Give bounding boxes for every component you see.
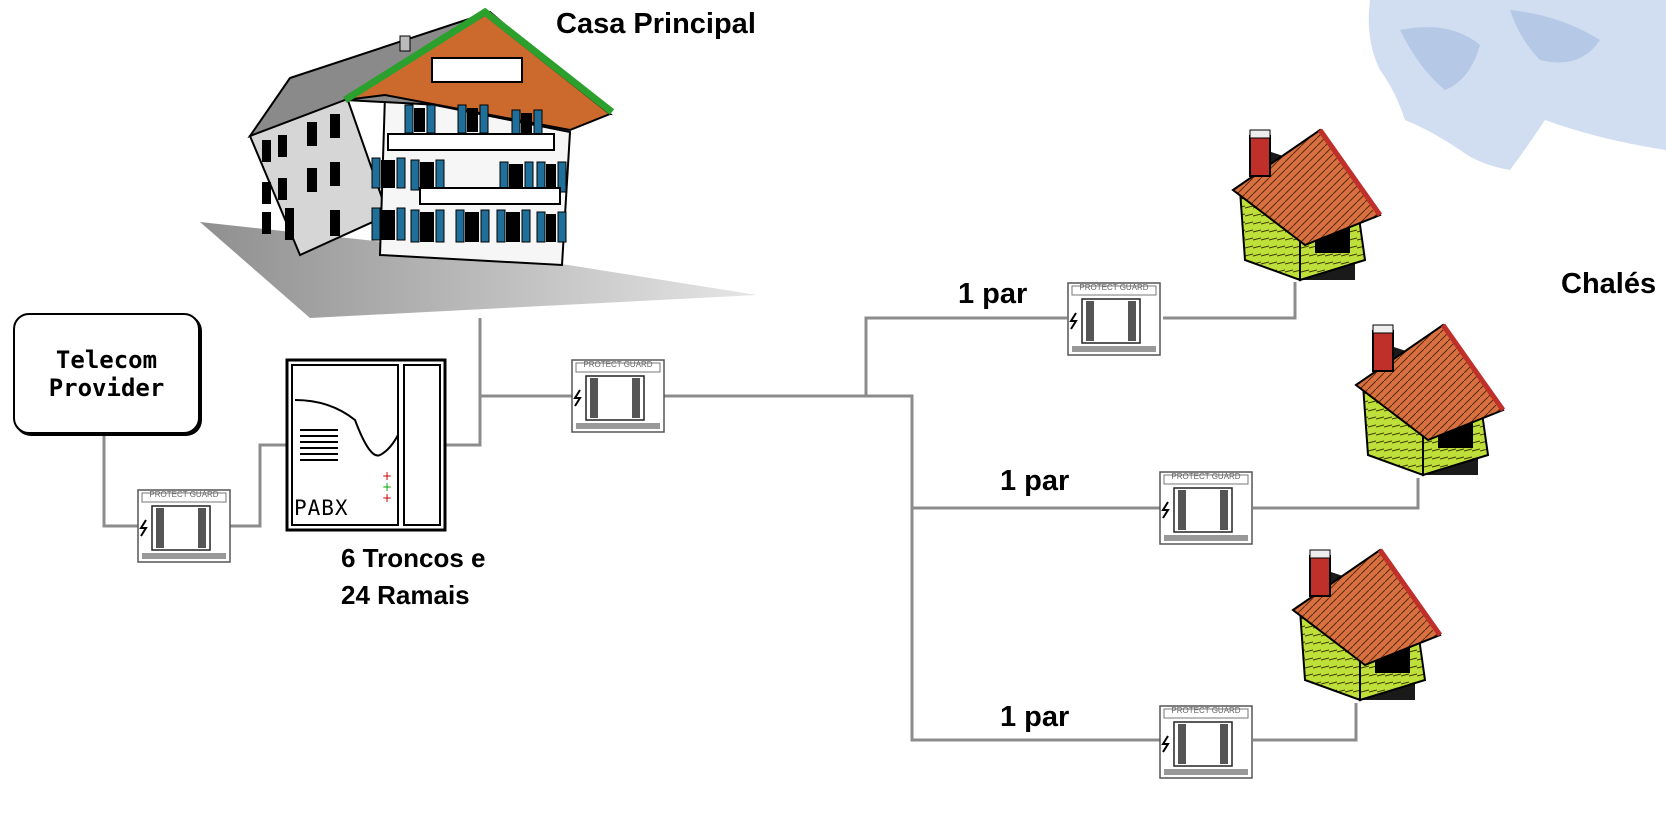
protect-guard-icon	[571, 359, 665, 433]
chalet-illustration-3	[1291, 548, 1443, 702]
protector-label: PROTECT GUARD	[1171, 706, 1241, 715]
protector-label: PROTECT GUARD	[149, 490, 219, 499]
main-house-label: Casa Principal	[556, 8, 756, 40]
pair-label-3: 1 par	[1000, 701, 1070, 733]
pair-label-1: 1 par	[958, 278, 1028, 310]
protect-guard-icon	[1067, 282, 1161, 356]
pabx-unit-icon: + + +	[285, 358, 447, 532]
chalets-label: Chalés	[1561, 268, 1657, 300]
protect-guard-icon	[1159, 471, 1253, 545]
pabx-spec-line-1: 6 Troncos e	[341, 543, 486, 573]
protector-label: PROTECT GUARD	[1171, 472, 1241, 481]
wiring	[102, 282, 1420, 742]
protector-label: PROTECT GUARD	[583, 360, 653, 369]
globe-watermark-icon	[1368, 0, 1666, 170]
svg-text:+: +	[382, 491, 392, 505]
protect-guard-icon	[137, 489, 231, 563]
provider-label-line-2: Provider	[48, 373, 165, 402]
chalet-illustration-1	[1231, 128, 1383, 282]
telecom-provider-box: Telecom Provider	[13, 313, 200, 434]
pabx-label: PABX	[294, 496, 349, 520]
pabx-spec-line-2: 24 Ramais	[341, 580, 470, 610]
main-house-illustration	[200, 7, 757, 318]
pair-label-2: 1 par	[1000, 465, 1070, 497]
chalet-illustration-2	[1354, 323, 1506, 477]
protector-label: PROTECT GUARD	[1079, 283, 1149, 292]
provider-label-line-1: Telecom	[55, 345, 158, 374]
svg-text:+: +	[382, 469, 392, 483]
protect-guard-icon	[1159, 705, 1253, 779]
svg-text:+: +	[382, 480, 392, 494]
